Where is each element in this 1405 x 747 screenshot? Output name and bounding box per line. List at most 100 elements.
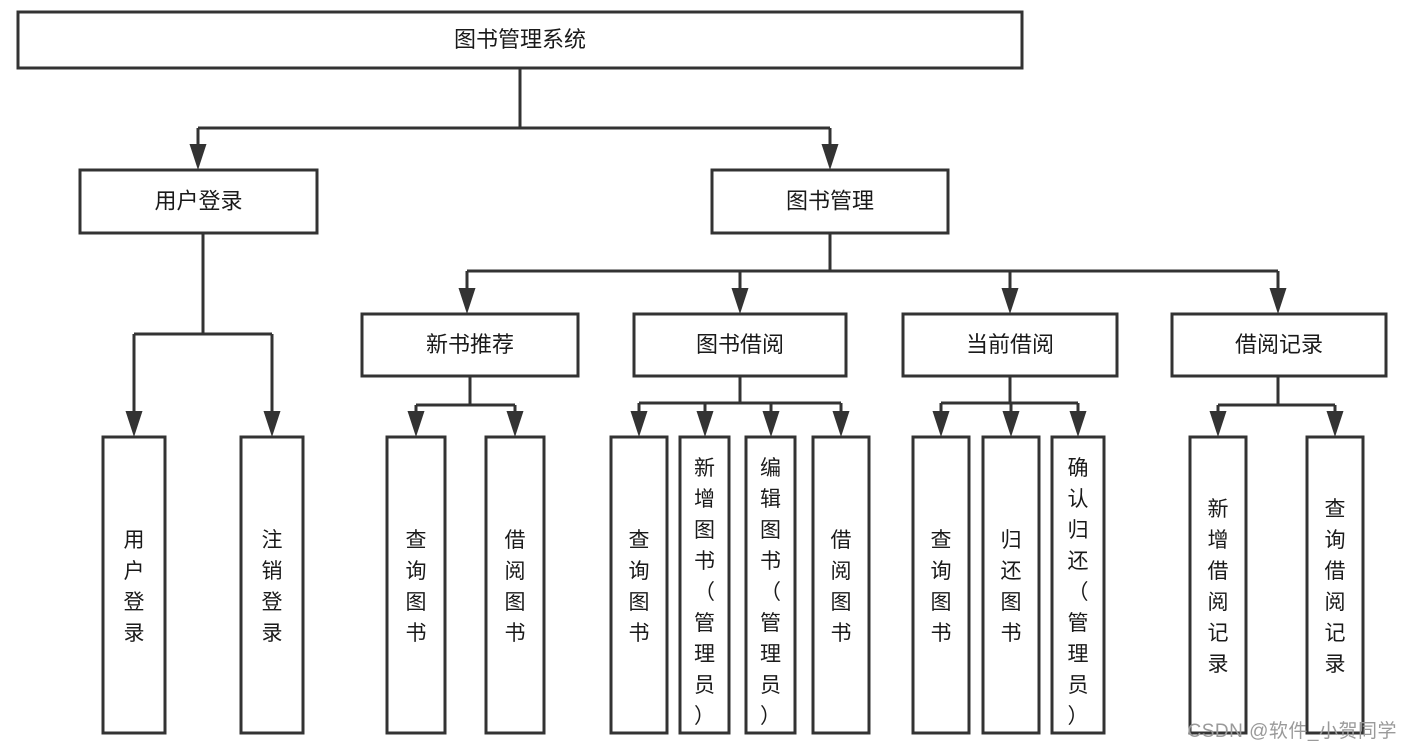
node-label: 借阅图书 [831, 529, 852, 645]
conn-recommend-to-leaf2-head-icon [506, 411, 524, 437]
node-label: 图书借阅 [696, 332, 784, 357]
node-label: 注销登录 [262, 529, 283, 645]
conn-borrow-to-leaf3 [762, 403, 780, 437]
node-leaf-confirm-return-admin[interactable]: 确认归还（管理员） [1050, 435, 1106, 735]
conn-borrow-to-leaf2-head-icon [696, 411, 714, 437]
node-box [1170, 312, 1388, 378]
node-box [484, 435, 546, 735]
node-leaf-user-login[interactable]: 用户登录 [101, 435, 167, 735]
node-label: 归还图书 [1001, 529, 1022, 645]
conn-borrow-to-leaf1-head-icon [630, 411, 648, 437]
node-label: 查询借阅记录 [1325, 498, 1346, 676]
node-box [710, 168, 950, 235]
node-leaf-add-borrow-record[interactable]: 新增借阅记录 [1188, 435, 1248, 735]
node-new-book-recommend[interactable]: 新书推荐 [360, 312, 580, 378]
node-label: 查询图书 [931, 529, 952, 645]
conn-bm-to-recommend-head-icon [458, 288, 476, 314]
node-label: 用户登录 [124, 529, 145, 645]
node-layer: 图书管理系统用户登录图书管理新书推荐图书借阅当前借阅借阅记录用户登录注销登录查询… [16, 10, 1388, 735]
node-box [239, 435, 305, 735]
conn-user-login-to-leaf1 [125, 334, 143, 437]
node-label: 新增图书（管理员） [694, 457, 715, 728]
conn-recommend-to-leaf1-head-icon [407, 411, 425, 437]
node-box [609, 435, 669, 735]
node-borrow-record[interactable]: 借阅记录 [1170, 312, 1388, 378]
node-leaf-query-borrow-record[interactable]: 查询借阅记录 [1305, 435, 1365, 735]
node-label: 查询图书 [629, 529, 650, 645]
node-box [744, 435, 797, 735]
node-box [385, 435, 447, 735]
conn-bm-to-record [1269, 271, 1287, 314]
conn-bm-to-recommend [458, 271, 476, 314]
node-leaf-add-book-admin[interactable]: 新增图书（管理员） [678, 435, 731, 735]
conn-root-to-user-login [189, 128, 207, 170]
node-root-title[interactable]: 图书管理系统 [16, 10, 1024, 70]
conn-borrow-to-leaf1 [630, 403, 648, 437]
conn-root-to-book-management-head-icon [821, 144, 839, 170]
conn-root-to-book-management [821, 128, 839, 170]
node-leaf-return-book[interactable]: 归还图书 [981, 435, 1041, 735]
node-label: 借阅图书 [505, 529, 526, 645]
connector-layer [125, 68, 1344, 437]
conn-bm-to-current-head-icon [1001, 288, 1019, 314]
conn-borrow-to-leaf3-head-icon [762, 411, 780, 437]
node-label: 查询图书 [406, 529, 427, 645]
node-leaf-borrow-book-recommend[interactable]: 借阅图书 [484, 435, 546, 735]
conn-borrow-to-leaf2 [696, 403, 714, 437]
node-leaf-query-book-borrow[interactable]: 查询图书 [609, 435, 669, 735]
conn-current-to-leaf1 [932, 403, 950, 437]
conn-root-to-user-login-head-icon [189, 144, 207, 170]
conn-recommend-to-leaf1 [407, 405, 425, 437]
node-user-login[interactable]: 用户登录 [78, 168, 319, 235]
conn-user-login-to-leaf1-head-icon [125, 411, 143, 437]
conn-user-login-to-leaf2 [263, 334, 281, 437]
conn-record-to-leaf1 [1209, 405, 1227, 437]
conn-record-to-leaf2-head-icon [1326, 411, 1344, 437]
node-box [1050, 435, 1106, 735]
conn-current-to-leaf3-head-icon [1069, 411, 1087, 437]
node-book-borrow[interactable]: 图书借阅 [632, 312, 848, 378]
conn-bm-to-borrow-head-icon [731, 288, 749, 314]
conn-borrow-to-leaf4-head-icon [832, 411, 850, 437]
conn-bm-to-current [1001, 271, 1019, 314]
node-box [981, 435, 1041, 735]
node-box [811, 435, 871, 735]
csdn-watermark: CSDN @软件_小贺同学 [1187, 721, 1397, 742]
conn-user-login-to-leaf2-head-icon [263, 411, 281, 437]
node-box [101, 435, 167, 735]
node-label: 图书管理 [786, 188, 874, 213]
node-label: 借阅记录 [1235, 332, 1323, 357]
node-box [678, 435, 731, 735]
node-label: 新书推荐 [426, 332, 514, 357]
conn-record-to-leaf1-head-icon [1209, 411, 1227, 437]
conn-current-to-leaf1-head-icon [932, 411, 950, 437]
node-leaf-query-book-recommend[interactable]: 查询图书 [385, 435, 447, 735]
node-current-borrow[interactable]: 当前借阅 [901, 312, 1119, 378]
node-label: 编辑图书（管理员） [760, 457, 781, 728]
conn-current-to-leaf2 [1002, 403, 1020, 437]
node-label: 用户登录 [154, 188, 242, 213]
node-box [16, 10, 1024, 70]
node-leaf-logout-login[interactable]: 注销登录 [239, 435, 305, 735]
node-label: 确认归还（管理员） [1068, 457, 1089, 728]
node-box [78, 168, 319, 235]
node-label: 当前借阅 [966, 332, 1054, 357]
node-box [901, 312, 1119, 378]
node-box [632, 312, 848, 378]
node-box [1305, 435, 1365, 735]
node-label: 新增借阅记录 [1208, 498, 1229, 676]
node-leaf-query-book-current[interactable]: 查询图书 [911, 435, 971, 735]
conn-bm-to-record-head-icon [1269, 288, 1287, 314]
node-leaf-edit-book-admin[interactable]: 编辑图书（管理员） [744, 435, 797, 735]
conn-current-to-leaf3 [1069, 403, 1087, 437]
node-box [360, 312, 580, 378]
node-label: 图书管理系统 [454, 27, 586, 52]
node-box [911, 435, 971, 735]
conn-current-to-leaf2-head-icon [1002, 411, 1020, 437]
conn-record-to-leaf2 [1326, 405, 1344, 437]
node-leaf-borrow-book[interactable]: 借阅图书 [811, 435, 871, 735]
node-book-management[interactable]: 图书管理 [710, 168, 950, 235]
conn-recommend-to-leaf2 [506, 405, 524, 437]
